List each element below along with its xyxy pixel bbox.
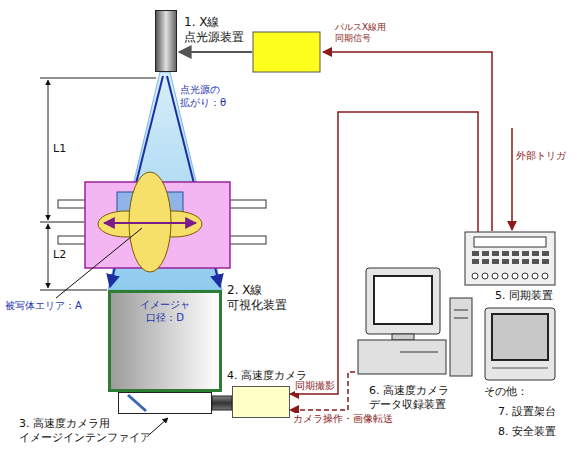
- other-item: 8. 安全装置: [498, 425, 556, 439]
- part-heading: 2. X線 可視化装置: [227, 283, 299, 313]
- rail: [228, 200, 266, 208]
- pulse-driver-box: [253, 32, 320, 72]
- sync-key: [472, 259, 479, 264]
- pc-monitor: [366, 268, 440, 334]
- dimension-label: L2: [53, 248, 66, 262]
- camera-lens: [212, 396, 232, 410]
- sync-key: [502, 251, 509, 256]
- intensifier-body: [118, 392, 212, 414]
- dimension-extension: [40, 290, 107, 291]
- sync-key: [542, 259, 549, 264]
- monitor-panel: [492, 368, 548, 369]
- visualizer-box: イメージャ 口径：D2. X線 可視化装置: [108, 290, 222, 392]
- rail: [58, 200, 88, 208]
- dimension-line: [48, 80, 49, 220]
- pc-tower: [450, 298, 472, 376]
- leader-line: [56, 228, 142, 298]
- sync-key: [522, 259, 529, 264]
- sync-signal-line: [323, 52, 492, 231]
- pc-slot: [454, 318, 468, 319]
- sync-key: [472, 251, 479, 256]
- camera-box: 4. 高速度カメラ: [232, 386, 290, 418]
- rail: [58, 236, 88, 244]
- pc-slot: [454, 310, 468, 311]
- sync-knob: [502, 273, 508, 279]
- xray-source: 1. X線 点光源装置: [155, 10, 177, 72]
- area-arrow: [104, 222, 196, 224]
- monitor-screen: [492, 314, 548, 360]
- sync-key: [532, 259, 539, 264]
- dimension-extension: [40, 78, 156, 79]
- intensifier-box: 3. 高速度カメラ用 イメージインテンファイア: [118, 392, 212, 414]
- data-recorder: 6. 高速度カメラ データ収録装置: [355, 265, 475, 380]
- inner-label: イメージャ 口径：D: [137, 299, 193, 324]
- sync-knob: [532, 273, 538, 279]
- pc-screen: [374, 276, 432, 324]
- sync-key: [522, 251, 529, 256]
- area-label: 被写体エリア：A: [5, 300, 82, 313]
- sync-knob: [512, 273, 518, 279]
- dimension-line: [48, 224, 49, 288]
- sync-key: [512, 251, 519, 256]
- part-heading: 3. 高速度カメラ用 イメージインテンファイア: [19, 417, 159, 445]
- dimension-label: L1: [53, 142, 66, 156]
- sync-key: [482, 259, 489, 264]
- connector-label: カメラ操作・画像転送: [293, 413, 393, 425]
- sync-key: [542, 251, 549, 256]
- signal-connector: [290, 112, 478, 394]
- signal-label: パルスX線用 同期信号: [335, 22, 415, 45]
- sync-key: [492, 259, 499, 264]
- sync-key: [502, 259, 509, 264]
- sync-knob: [492, 273, 498, 279]
- connector-label: 同期撮影: [295, 380, 335, 393]
- sync-key: [492, 251, 499, 256]
- pc-base: [358, 340, 446, 374]
- other-monitor: [485, 308, 555, 380]
- part-heading: 6. 高速度カメラ データ収録装置: [369, 384, 479, 412]
- sync-knob: [482, 273, 488, 279]
- pc-slot: [400, 352, 438, 353]
- sync-device-body: [465, 232, 555, 285]
- part-heading: 5. 同期装置: [495, 289, 553, 303]
- sync-display: [474, 237, 546, 247]
- trigger-line: [511, 128, 513, 230]
- spread-label: 点光源の 拡がり：θ: [180, 84, 240, 109]
- sync-key: [532, 251, 539, 256]
- sync-knob: [472, 273, 478, 279]
- sync-keys: [472, 251, 549, 279]
- part-heading: 1. X線 点光源装置: [184, 15, 256, 45]
- mirror: [128, 395, 146, 411]
- pc-stand: [392, 334, 414, 340]
- signal-label: 外部トリガ: [516, 150, 566, 163]
- sync-knob: [542, 273, 548, 279]
- sync-knob: [522, 273, 528, 279]
- sync-key: [512, 259, 519, 264]
- other-heading: その他：: [484, 385, 528, 399]
- rail: [228, 236, 266, 244]
- other-item: 7. 設置架台: [498, 405, 556, 419]
- sync-key: [482, 251, 489, 256]
- leader-line: [150, 418, 168, 434]
- dimension-extension: [40, 222, 84, 223]
- drive-arrow: [179, 51, 252, 53]
- sync-device: 5. 同期装置: [465, 232, 555, 285]
